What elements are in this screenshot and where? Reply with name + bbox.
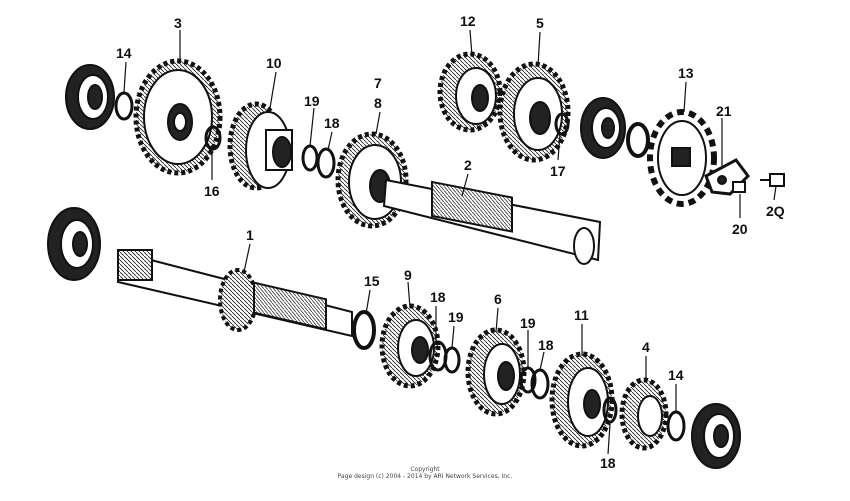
- part-labels: 3 14 10 7 8 19 18 16 2 12 5 17 13 21 20 …: [116, 13, 785, 471]
- bolt-20: [732, 181, 746, 193]
- bolt-2q: [760, 173, 785, 187]
- gear-12: [437, 51, 503, 133]
- bearing-right-bottom: [691, 403, 741, 469]
- label-part-19-b: 19: [520, 315, 536, 331]
- gear-8: [335, 131, 409, 229]
- countershaft-assembly: [65, 58, 602, 265]
- mainshaft-1: [116, 249, 353, 338]
- gear-6: [465, 327, 527, 417]
- label-part-4: 4: [642, 339, 650, 355]
- label-part-18-a: 18: [430, 289, 446, 305]
- label-part-21: 21: [716, 103, 732, 119]
- label-part-9: 9: [404, 267, 412, 283]
- leader-lines: [123, 29, 777, 455]
- gear-4: [619, 377, 669, 451]
- label-part-10: 10: [266, 55, 282, 71]
- gear-5: [497, 61, 571, 163]
- washer-14-bottom: [666, 410, 686, 442]
- label-part-1: 1: [246, 227, 254, 243]
- washer-14-top: [114, 91, 134, 121]
- label-part-11: 11: [574, 307, 589, 323]
- washer-16: [204, 125, 222, 151]
- bearing-left-bottom: [47, 207, 101, 281]
- label-part-18-top: 18: [324, 115, 340, 131]
- label-part-14-bottom: 14: [668, 367, 684, 383]
- footer-line: Page design (c) 2004 - 2014 by ARI Netwo…: [337, 473, 513, 480]
- label-part-16: 16: [204, 183, 220, 199]
- label-part-5: 5: [536, 15, 544, 31]
- label-part-2: 2: [464, 157, 472, 173]
- gear-11: [549, 351, 615, 449]
- label-part-14-top: 14: [116, 45, 132, 61]
- washer-18-top: [316, 147, 336, 179]
- label-part-3: 3: [174, 15, 182, 31]
- label-part-18-c: 18: [600, 455, 616, 471]
- footer-copyright: Copyright: [410, 466, 440, 473]
- circlip-19-top: [301, 144, 319, 172]
- label-part-20: 20: [732, 221, 748, 237]
- gear-9: [379, 303, 441, 389]
- label-part-18-b: 18: [538, 337, 554, 353]
- mainshaft-assembly: [47, 207, 741, 469]
- gear-10: [227, 101, 293, 191]
- seal-ring: [626, 122, 650, 158]
- washer-17: [554, 112, 570, 136]
- washer-18-c: [602, 396, 618, 424]
- sprocket-13: [647, 109, 717, 207]
- gear-3: [133, 58, 223, 176]
- label-part-17: 17: [550, 163, 566, 179]
- output-assembly: [437, 51, 785, 207]
- label-part-13: 13: [678, 65, 694, 81]
- label-part-6: 6: [494, 291, 502, 307]
- washer-15: [352, 310, 376, 350]
- label-part-15: 15: [364, 273, 380, 289]
- label-part-12: 12: [460, 13, 476, 29]
- bearing-right-top: [580, 97, 626, 159]
- label-part-7: 7: [374, 75, 382, 91]
- bearing-left-top: [65, 64, 115, 130]
- label-part-19-top: 19: [304, 93, 320, 109]
- label-part-19-a: 19: [448, 309, 464, 325]
- label-part-8: 8: [374, 95, 382, 111]
- countershaft-2: [382, 178, 602, 265]
- label-part-2q: 2Q: [766, 203, 785, 219]
